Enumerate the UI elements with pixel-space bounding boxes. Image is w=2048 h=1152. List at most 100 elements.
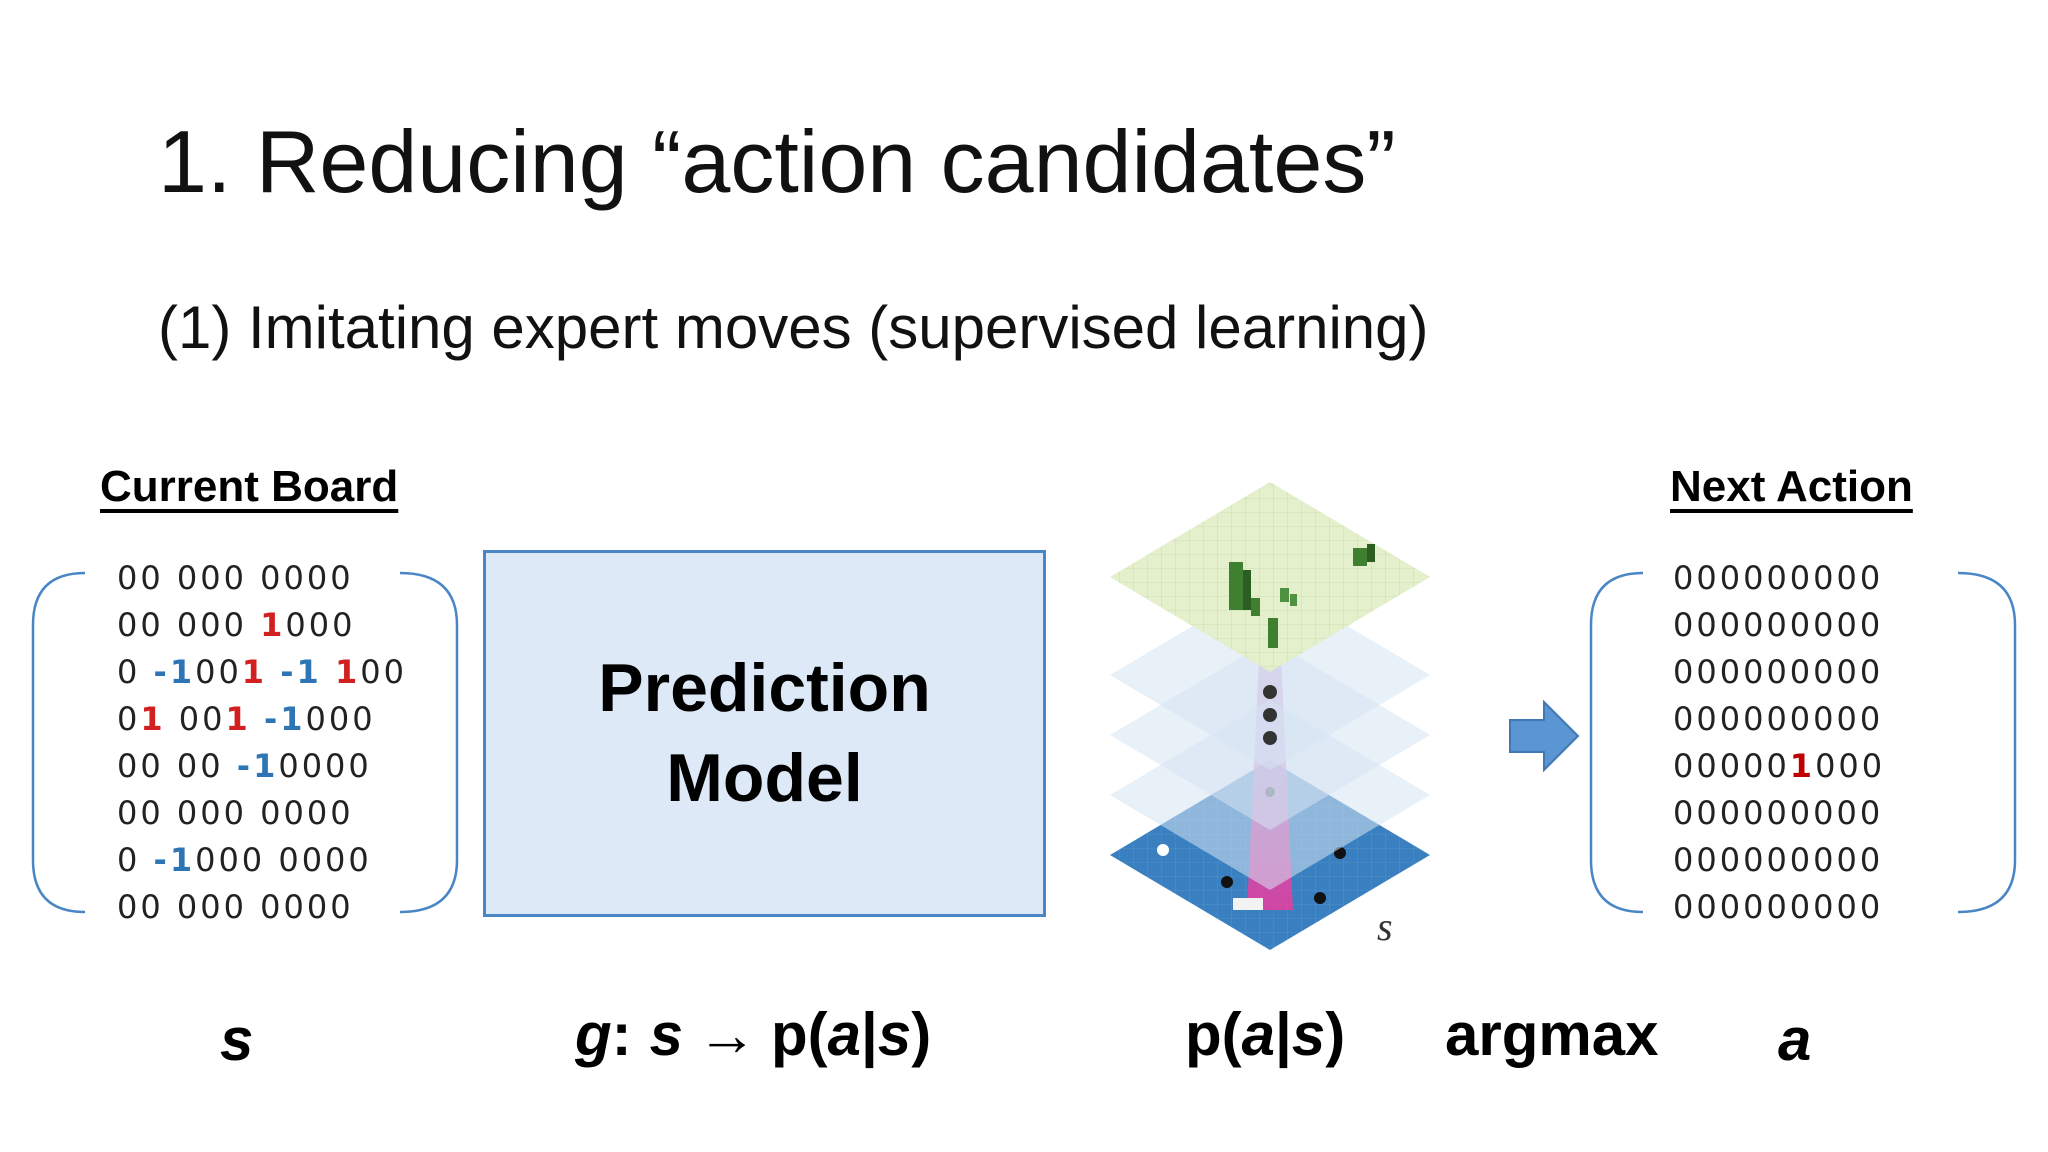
matrix-row: 000000000 [1673, 562, 1883, 594]
prediction-model-line1: Prediction [598, 649, 931, 726]
probability-bar [1243, 570, 1251, 610]
formula-p-open: p( [771, 1001, 828, 1068]
matrix-cell: 000000000 [1673, 700, 1884, 738]
stone-black [1314, 892, 1326, 904]
hidden-plane [1110, 580, 1430, 770]
current-board-heading: Current Board [100, 462, 399, 511]
layer-dot [1263, 708, 1277, 722]
matrix-cell: 00 [165, 700, 226, 738]
matrix-row: 00 00 -10000 [117, 750, 372, 782]
left-bracket [1589, 571, 1644, 914]
matrix-cell [267, 653, 280, 691]
formula-a: a [827, 1001, 862, 1068]
label-argmax: argmax [1445, 1001, 1659, 1068]
matrix-cell: 000 [285, 606, 356, 644]
formula-arrow: → [697, 1001, 758, 1068]
layer-dot [1263, 731, 1277, 745]
matrix-cell: 000000000 [1673, 559, 1884, 597]
probability-bar [1353, 548, 1367, 566]
matrix-row: 01 001 -1000 [117, 703, 376, 735]
label-probability: p(a|s) [1185, 1005, 1345, 1065]
formula-colon: : [611, 1001, 632, 1068]
matrix-row: 000000000 [1673, 797, 1883, 829]
slide-subtitle: (1) Imitating expert moves (supervised l… [158, 294, 1429, 361]
matrix-cell: 00 000 [117, 606, 261, 644]
right-arrow-icon [1509, 700, 1580, 772]
label-model-function: g:s→p(a|s) [575, 1005, 931, 1065]
matrix-cell: 0 [117, 841, 154, 879]
matrix-row: 000000000 [1673, 609, 1883, 641]
stone-black [1221, 876, 1233, 888]
matrix-row: 000000000 [1673, 891, 1883, 923]
matrix-cell: 1 [334, 653, 361, 691]
matrix-cell: -1 [236, 747, 279, 785]
matrix-cell: 00 [195, 653, 242, 691]
matrix-cell: 00 00 [117, 747, 237, 785]
matrix-cell: 1 [140, 700, 166, 738]
probability-bar [1280, 588, 1289, 602]
matrix-row: 00 000 0000 [117, 797, 354, 829]
prob-p-close: ) [1325, 1001, 1346, 1068]
matrix-cell [322, 653, 335, 691]
matrix-cell: 1 [241, 653, 268, 691]
layer-dot [1263, 685, 1277, 699]
probability-bar [1251, 598, 1260, 616]
prob-bar: | [1275, 1001, 1292, 1068]
matrix-row: 00 000 0000 [117, 891, 354, 923]
matrix-cell: 000000000 [1673, 841, 1884, 879]
matrix-cell: 000000000 [1673, 794, 1884, 832]
prediction-model-box: Prediction Model [483, 550, 1046, 917]
label-action: a [1778, 1006, 1812, 1073]
matrix-cell: 000000000 [1673, 653, 1884, 691]
matrix-cell: -1 [153, 653, 196, 691]
matrix-row: 00 000 0000 [117, 562, 354, 594]
probability-bar [1367, 544, 1375, 562]
matrix-cell: -1 [263, 700, 306, 738]
probability-bar [1268, 618, 1278, 648]
current-board-brackets [31, 571, 459, 914]
next-action-brackets [1589, 571, 2017, 914]
matrix-row: 000000000 [1673, 656, 1883, 688]
matrix-cell: 00 000 0000 [117, 559, 354, 597]
slide-title: 1. Reducing “action candidates” [158, 112, 1396, 211]
next-action-heading: Next Action [1670, 462, 1913, 511]
matrix-row: 000000000 [1673, 703, 1883, 735]
right-bracket [1957, 571, 2017, 914]
prob-p-open: p( [1185, 1001, 1242, 1068]
formula-bar: | [861, 1001, 878, 1068]
matrix-cell: 000000000 [1673, 888, 1884, 926]
matrix-cell: 1 [260, 606, 286, 644]
matrix-cell: 0 [117, 653, 154, 691]
prob-s: s [1291, 1001, 1326, 1068]
matrix-row: 000001000 [1673, 750, 1885, 782]
probability-bar [1290, 594, 1297, 606]
matrix-row: 0 -1000 0000 [117, 844, 372, 876]
prob-a: a [1241, 1001, 1276, 1068]
matrix-row: 0 -1001 -1 100 [117, 656, 407, 688]
matrix-cell: 000 0000 [195, 841, 372, 879]
formula-s: s [649, 1001, 684, 1068]
network-layers-illustration: s [1110, 482, 1430, 950]
matrix-cell: 0 [117, 700, 141, 738]
matrix-cell: 0000 [278, 747, 372, 785]
formula-s2: s [877, 1001, 912, 1068]
left-bracket [31, 571, 86, 914]
right-bracket [399, 571, 459, 914]
matrix-cell: 00 000 0000 [117, 888, 354, 926]
matrix-row: 000000000 [1673, 844, 1883, 876]
matrix-cell: 00 [360, 653, 407, 691]
matrix-cell: 1 [1789, 747, 1816, 785]
formula-g: g [575, 1001, 612, 1068]
matrix-cell: 1 [225, 700, 251, 738]
probability-bar [1229, 562, 1243, 610]
matrix-cell: 000000000 [1673, 606, 1884, 644]
formula-p-close: ) [911, 1001, 932, 1068]
matrix-cell: 000 [305, 700, 376, 738]
matrix-cell: 00 000 0000 [117, 794, 354, 832]
stone-white [1157, 844, 1169, 856]
input-label-s: s [1377, 904, 1393, 949]
stone-white-cluster [1233, 898, 1263, 910]
label-state: s [220, 1006, 254, 1073]
prediction-model-line2: Model [666, 739, 863, 816]
matrix-cell [251, 700, 264, 738]
